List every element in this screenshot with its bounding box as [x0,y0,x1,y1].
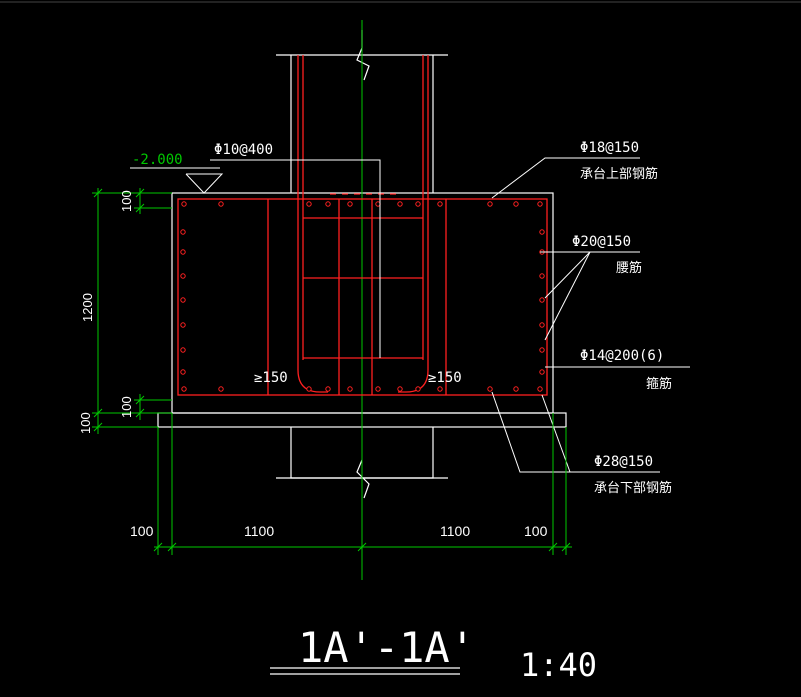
dowel-label: Φ10@400 [214,142,273,158]
rebar-dot [325,201,331,207]
rebar-dot [218,201,224,207]
section-title: 1A'-1A' [298,623,475,672]
elevation-label: -2.000 [132,152,183,168]
stirrup-note: 箍筋 [646,376,672,392]
column-rebar-right-hook [398,369,429,393]
dim-text-right-edge: 100 [524,523,548,539]
rebar-dot [539,347,545,353]
rebar-dot [415,201,421,207]
dim-text-left-edge: 100 [130,523,154,539]
waist-bar-note: 腰筋 [616,260,642,276]
top-bar-leader [491,157,640,199]
bottom-bar-label: Φ28@150 [594,454,653,470]
rebar-dot [487,201,493,207]
waist-bar-label: Φ20@150 [572,234,631,250]
rebar-dot [415,386,421,392]
rebar-dot [539,322,545,328]
dim-text-right-half: 1100 [440,523,470,539]
rebar-dot [180,229,186,235]
rebar-dots [180,201,545,392]
dim-text-height: 1200 [80,293,95,322]
rebar-dot [180,297,186,303]
rebar-dot [539,229,545,235]
rebar-dot [181,201,187,207]
rebar-dot [306,201,312,207]
rebar-group [177,55,548,396]
rebar-dot [539,297,545,303]
anchor-right-label: ≥150 [428,370,462,386]
rebar-dot [218,386,224,392]
rebar-dot [180,249,186,255]
rebar-dot [513,201,519,207]
rebar-dot [181,386,187,392]
top-bar-note: 承台上部钢筋 [580,166,658,182]
rebar-dot [180,347,186,353]
dim-text-bottom-cover: 100 [119,396,134,418]
anchor-left-label: ≥150 [254,370,288,386]
dim-text-cushion: 100 [78,412,93,434]
rebar-dot [537,386,543,392]
rebar-dot [437,386,443,392]
rebar-dot [180,369,186,375]
rebar-dot [375,386,381,392]
column-rebar-left-hook [297,369,328,393]
rebar-dot [347,201,353,207]
stirrup-label: Φ14@200(6) [580,348,664,364]
rebar-dot [180,273,186,279]
dim-text-left-half: 1100 [244,523,274,539]
rebar-dot [397,201,403,207]
rebar-dot [347,386,353,392]
rebar-dot [306,386,312,392]
bottom-bar-note: 承台下部钢筋 [594,480,672,496]
dowel-leader [210,159,381,358]
dim-text-top-cover: 100 [119,190,134,212]
top-bar-label: Φ18@150 [580,140,639,156]
rebar-dot [487,386,493,392]
rebar-dot [539,369,545,375]
break-symbol-bottom [356,459,370,499]
bottom-bar-leader-b [541,394,571,473]
leader-lines [130,157,690,473]
dimension-lines [92,188,572,555]
bottom-bar-leader-a [491,391,660,473]
elevation-triangle [185,173,224,194]
rebar-dot [325,386,331,392]
rebar-dot [180,322,186,328]
rebar-dot [537,201,543,207]
rebar-dot [539,273,545,279]
cap-rebar-cage [177,198,548,396]
waist-bar-leader-b [544,251,591,341]
rebar-dot [513,386,519,392]
rebar-dot [437,201,443,207]
scale-label: 1:40 [520,646,597,684]
rebar-dot [397,386,403,392]
